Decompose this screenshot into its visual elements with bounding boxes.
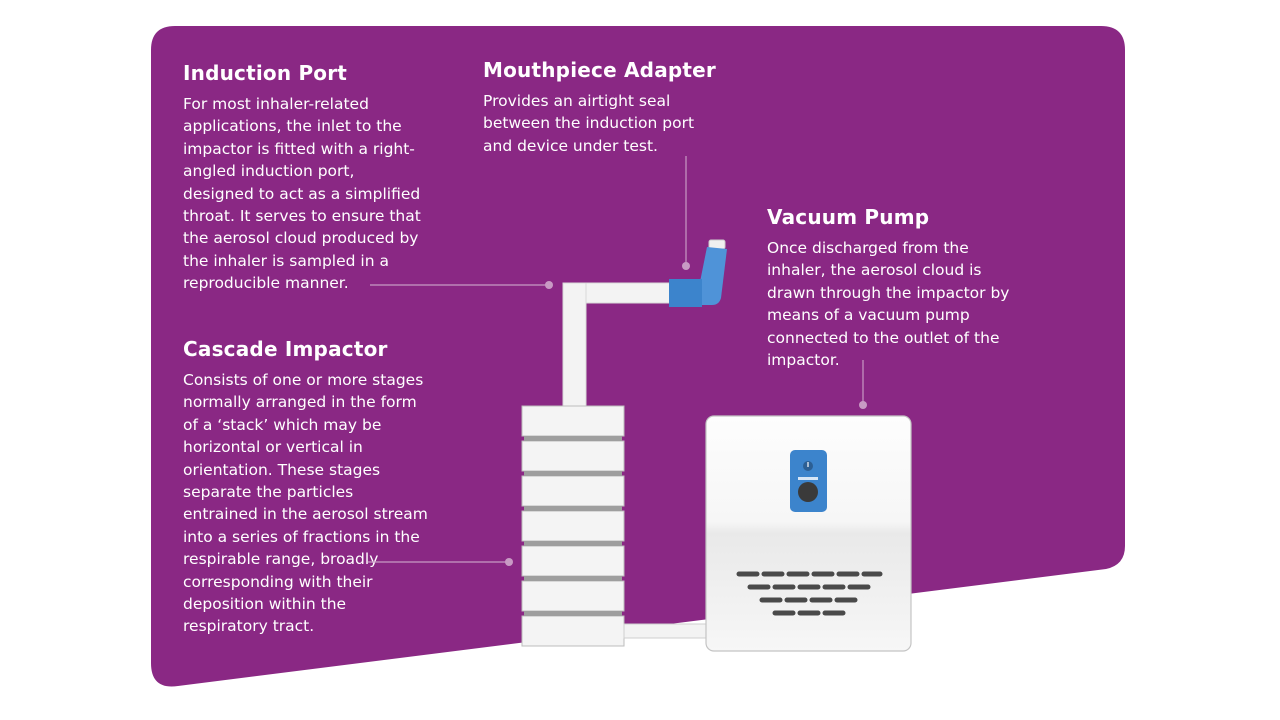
stage-separator <box>524 541 622 546</box>
induction-port-tube <box>562 282 672 409</box>
impactor-stage-separators <box>524 436 622 616</box>
vacuum-pump-description: Once discharged from the inhaler, the ae… <box>767 239 1010 370</box>
impactor-stage <box>521 615 625 647</box>
pump-display <box>798 477 818 480</box>
cascade-impactor-description: Consists of one or more stages normally … <box>183 371 428 636</box>
stage-separator <box>524 576 622 581</box>
induction-port-dot <box>545 281 553 289</box>
inhaler-body <box>700 247 727 305</box>
mouthpiece-adapter-callout: Mouthpiece Adapter Provides an airtight … <box>483 58 733 157</box>
impactor-stack <box>521 405 625 647</box>
mouthpiece-adapter-description: Provides an airtight seal between the in… <box>483 92 695 155</box>
pump-body <box>705 415 912 652</box>
vacuum-pump-dot <box>859 401 867 409</box>
stage-separator <box>524 506 622 511</box>
mouthpiece-adapter-block <box>669 279 702 307</box>
cascade-impactor-title: Cascade Impactor <box>183 337 388 361</box>
induction-port-vertical <box>562 282 587 409</box>
stage-separator <box>524 436 622 441</box>
leader-lines <box>368 156 864 563</box>
pump-hose <box>623 623 709 639</box>
cascade-impactor-dot <box>505 558 513 566</box>
mouthpiece-adapter-title: Mouthpiece Adapter <box>483 58 716 82</box>
pump-control-panel <box>790 450 827 512</box>
pump-knob-icon <box>798 461 818 502</box>
leader-dots <box>505 262 867 566</box>
mouthpiece-adapter-dot <box>682 262 690 270</box>
inhaler-icon <box>669 239 727 307</box>
pump-dial <box>798 482 818 502</box>
vacuum-pump <box>705 415 912 652</box>
impactor-stage <box>521 580 625 612</box>
stage-separator <box>524 471 622 476</box>
vacuum-pump-callout: Vacuum Pump Once discharged from the inh… <box>767 205 1047 371</box>
induction-port-callout: Induction Port For most inhaler-related … <box>183 61 453 295</box>
stage-separator <box>524 611 622 616</box>
vacuum-pump-title: Vacuum Pump <box>767 205 930 229</box>
induction-port-title: Induction Port <box>183 61 348 85</box>
impactor-stage <box>521 475 625 507</box>
induction-port-description: For most inhaler-related applications, t… <box>183 95 421 293</box>
impactor-stage <box>521 545 625 577</box>
impactor-stage <box>521 440 625 472</box>
impactor-stage <box>521 510 625 542</box>
pump-vents <box>736 571 883 616</box>
impactor-stage <box>521 405 625 437</box>
cascade-impactor-callout: Cascade Impactor Consists of one or more… <box>183 337 458 638</box>
